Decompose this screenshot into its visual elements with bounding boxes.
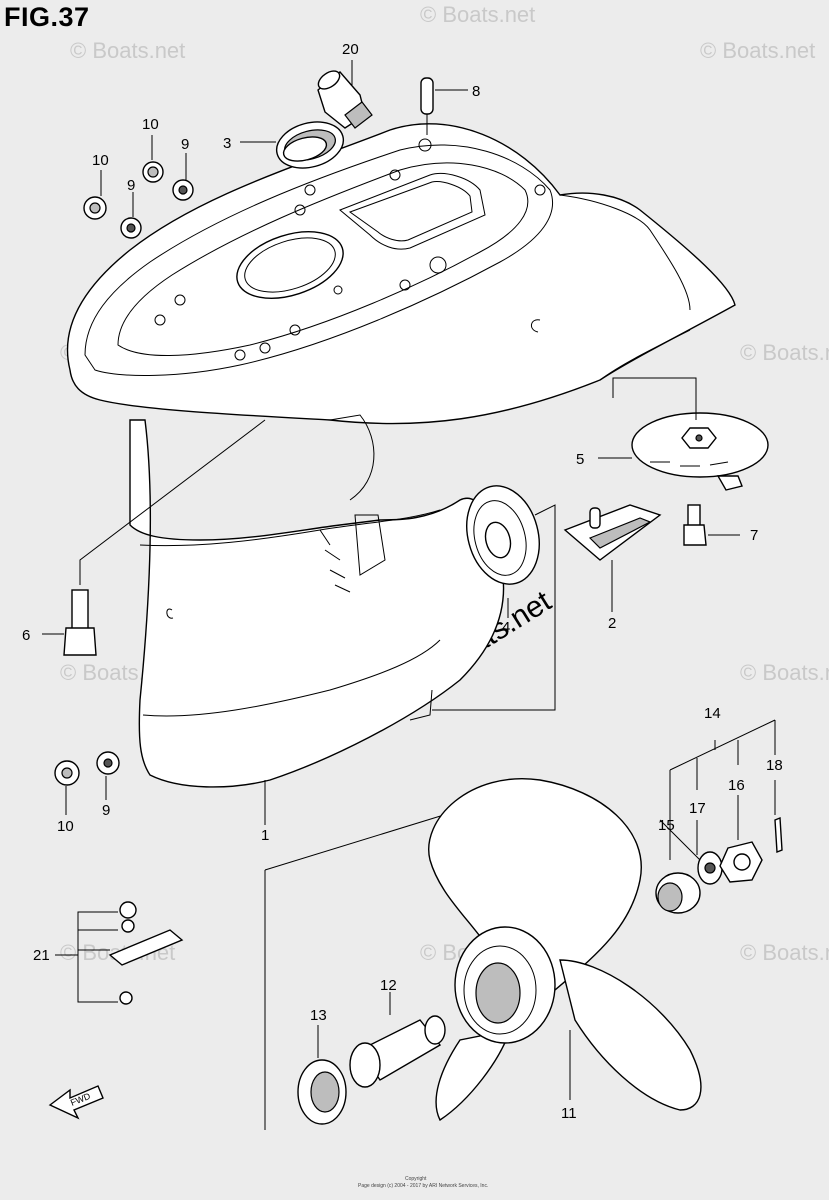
callout-16: 16 — [728, 777, 745, 794]
callout-3: 3 — [223, 135, 231, 152]
callout-21: 21 — [33, 947, 50, 964]
footer: Copyright Page design (c) 2004 - 2017 by… — [358, 1176, 488, 1189]
footer-credit: Page design (c) 2004 - 2017 by ARI Netwo… — [358, 1183, 488, 1189]
callout-9: 9 — [102, 802, 110, 819]
callout-17: 17 — [689, 800, 706, 817]
part-21-trim-tab — [55, 901, 184, 1005]
part-20-bushing — [317, 60, 373, 129]
callout-15: 15 — [658, 817, 675, 834]
part-5-anode — [598, 377, 769, 491]
callout-labels: 20 8 3 10 10 9 9 5 7 4 2 6 9 10 1 14 18 … — [22, 41, 783, 1122]
figure-title: FIG.37 — [4, 2, 90, 32]
part-6-bolt — [42, 419, 266, 656]
callout-8: 8 — [472, 83, 480, 100]
callout-9: 9 — [181, 136, 189, 153]
callout-5: 5 — [576, 451, 584, 468]
watermark: © Boats.net — [420, 2, 535, 27]
callout-7: 7 — [750, 527, 758, 544]
callout-14: 14 — [704, 705, 721, 722]
callout-1: 1 — [261, 827, 269, 844]
callout-4: 4 — [502, 619, 510, 636]
part-7-bolt — [683, 504, 740, 546]
parts-9-10-upper — [83, 135, 194, 239]
watermark: © Boats.net — [700, 38, 815, 63]
callout-9: 9 — [127, 177, 135, 194]
parts-9-10-lower — [54, 751, 120, 815]
footer-copyright: Copyright — [405, 1176, 427, 1182]
part-8-pin — [420, 77, 468, 135]
part-13-washer — [297, 1025, 347, 1125]
watermark: © Boats.net — [740, 940, 829, 965]
watermark: © Boats.net — [740, 660, 829, 685]
callout-20: 20 — [342, 41, 359, 58]
watermark: © Boats.net — [740, 340, 829, 365]
gear-case-housing — [66, 123, 736, 790]
callout-2: 2 — [608, 615, 616, 632]
fwd-arrow-icon: FWD — [48, 1085, 104, 1120]
callout-18: 18 — [766, 757, 783, 774]
part-4-ball-bearing — [432, 485, 556, 711]
callout-10: 10 — [92, 152, 109, 169]
callout-12: 12 — [380, 977, 397, 994]
callout-13: 13 — [310, 1007, 327, 1024]
part-2-bracket — [563, 504, 662, 612]
callout-10: 10 — [57, 818, 74, 835]
part-3-bearing — [240, 121, 345, 169]
part-11-propeller — [428, 778, 702, 1122]
callout-10: 10 — [142, 116, 159, 133]
part-12-spacer — [349, 992, 446, 1088]
watermark: © Boats.net — [70, 38, 185, 63]
callout-6: 6 — [22, 627, 30, 644]
prop-hardware — [655, 719, 783, 914]
callout-11: 11 — [561, 1105, 577, 1122]
